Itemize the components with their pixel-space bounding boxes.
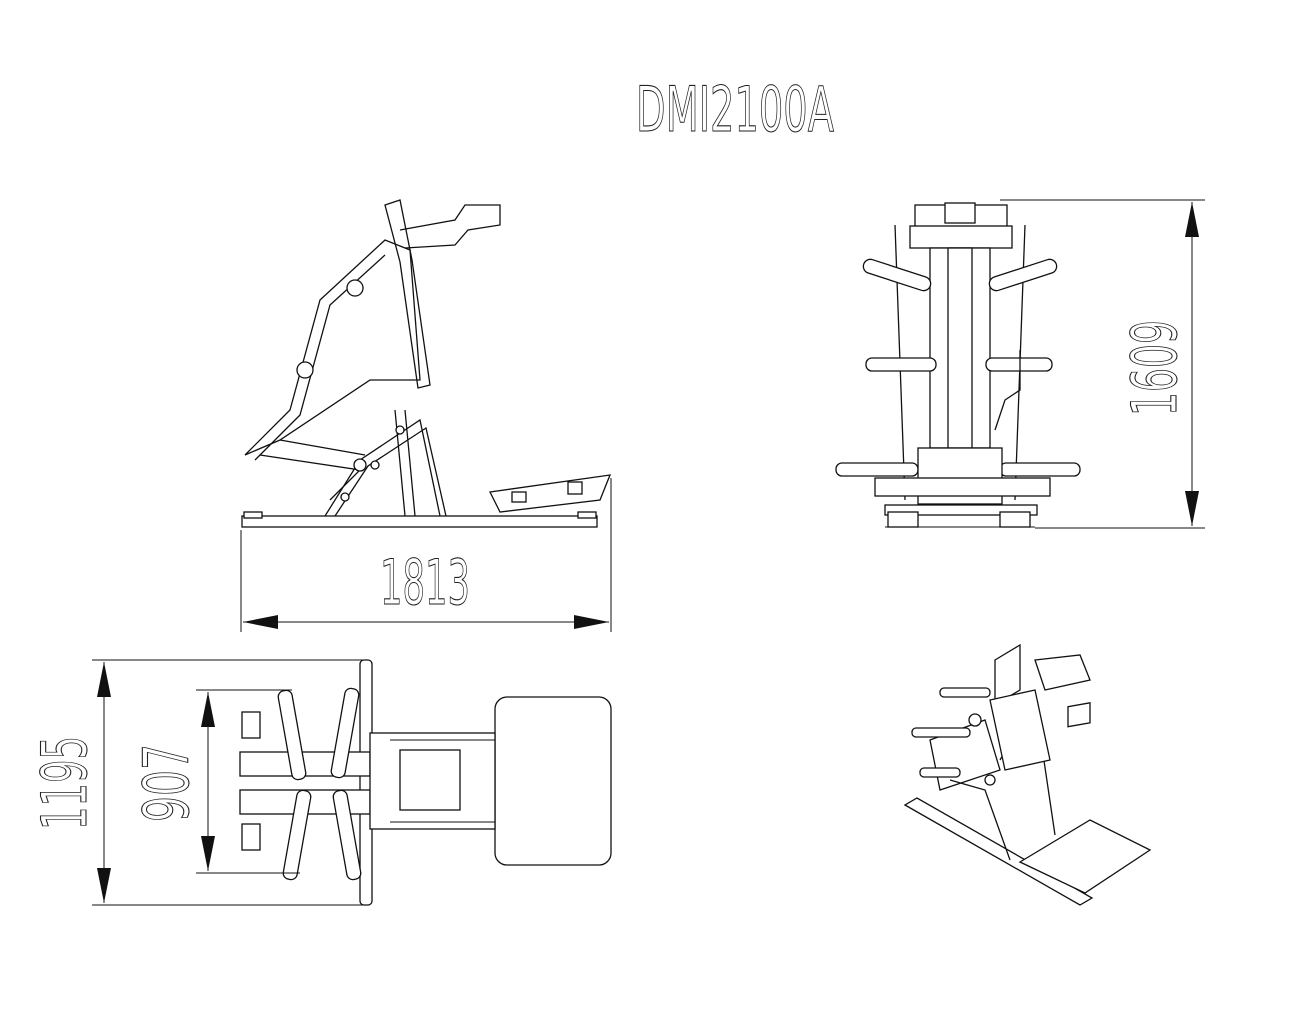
dimension-length-label: 1813 bbox=[380, 546, 470, 619]
dimension-width-total: 1195 bbox=[27, 659, 365, 906]
dimension-width-total-label: 1195 bbox=[28, 736, 101, 830]
top-view bbox=[239, 659, 612, 906]
dimension-width-handles-label: 907 bbox=[130, 744, 203, 822]
dimension-height: 1609 bbox=[1000, 199, 1205, 529]
dimension-width-handles: 907 bbox=[129, 689, 300, 874]
front-view bbox=[835, 202, 1081, 528]
side-view bbox=[241, 199, 612, 528]
dimension-length: 1813 bbox=[240, 478, 612, 632]
isometric-view bbox=[903, 643, 1152, 906]
dimension-height-label: 1609 bbox=[1118, 320, 1191, 416]
model-title: DMI2100A bbox=[636, 73, 834, 146]
